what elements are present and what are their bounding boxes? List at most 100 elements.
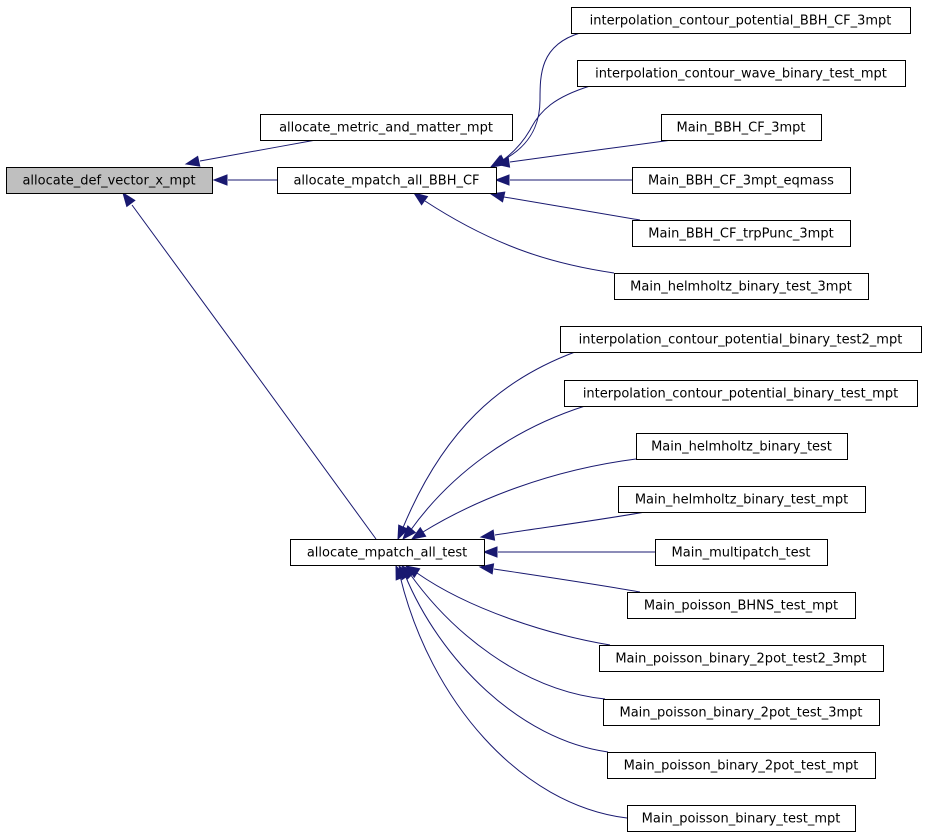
node-root[interactable]: allocate_def_vector_x_mpt xyxy=(6,167,213,194)
node-b3[interactable]: Main_helmholtz_binary_test xyxy=(636,433,848,460)
node-b5[interactable]: Main_multipatch_test xyxy=(655,539,828,566)
edge-a1-to-m2 xyxy=(490,32,581,167)
node-b1[interactable]: interpolation_contour_potential_binary_t… xyxy=(560,326,922,353)
node-box[interactable] xyxy=(618,486,866,513)
edge-b4-to-m3 xyxy=(479,511,646,541)
node-box[interactable] xyxy=(571,7,911,34)
edge-b3-to-m3 xyxy=(410,458,637,540)
arrowhead-icon xyxy=(184,155,201,167)
node-b6[interactable]: Main_poisson_BHNS_test_mpt xyxy=(627,592,856,619)
edge-line xyxy=(416,572,611,646)
node-label: Main_poisson_binary_2pot_test_mpt xyxy=(624,759,859,774)
edge-b2-to-m3 xyxy=(402,405,586,541)
node-box[interactable] xyxy=(6,167,213,194)
edge-a3-to-m2 xyxy=(494,139,673,168)
node-box[interactable] xyxy=(636,433,848,460)
node-label: Main_helmholtz_binary_test xyxy=(651,440,832,455)
edge-m1-to-root xyxy=(184,139,317,167)
node-label: Main_multipatch_test xyxy=(672,546,811,561)
edge-b8-to-m3 xyxy=(401,565,606,700)
arrowhead-icon xyxy=(402,525,417,541)
edge-line xyxy=(504,32,581,160)
node-b9[interactable]: Main_poisson_binary_2pot_test_mpt xyxy=(607,752,876,779)
node-label: interpolation_contour_potential_binary_t… xyxy=(583,387,898,402)
edge-a6-to-m2 xyxy=(412,192,615,274)
node-box[interactable] xyxy=(290,539,485,566)
node-label: interpolation_contour_potential_BBH_CF_3… xyxy=(590,14,892,29)
node-box[interactable] xyxy=(577,60,906,87)
edge-m3-to-root xyxy=(122,191,377,540)
node-box[interactable] xyxy=(607,752,876,779)
edge-a5-to-m2 xyxy=(489,191,641,221)
arrowhead-icon xyxy=(478,563,495,575)
node-box[interactable] xyxy=(603,699,880,726)
node-a4[interactable]: Main_BBH_CF_3mpt_eqmass xyxy=(632,167,851,194)
edge-line xyxy=(424,200,615,274)
node-box[interactable] xyxy=(655,539,828,566)
edge-line xyxy=(494,511,646,536)
node-label: interpolation_contour_wave_binary_test_m… xyxy=(595,67,887,82)
node-box[interactable] xyxy=(564,380,918,407)
node-label: Main_poisson_binary_2pot_test_3mpt xyxy=(619,706,862,721)
edge-line xyxy=(503,196,641,221)
node-label: allocate_metric_and_matter_mpt xyxy=(279,121,493,136)
node-label: Main_poisson_binary_test_mpt xyxy=(642,812,841,827)
edge-b5-to-m3 xyxy=(482,546,655,558)
arrowhead-icon xyxy=(395,564,407,581)
edge-line xyxy=(399,575,628,819)
node-label: allocate_mpatch_all_BBH_CF xyxy=(293,174,479,189)
node-box[interactable] xyxy=(260,114,513,141)
edge-line xyxy=(199,139,317,162)
edge-b6-to-m3 xyxy=(478,563,641,593)
node-box[interactable] xyxy=(614,273,869,300)
arrowhead-icon xyxy=(494,156,511,168)
node-m3[interactable]: allocate_mpatch_all_test xyxy=(290,539,485,566)
node-label: Main_BBH_CF_3mpt_eqmass xyxy=(648,174,834,189)
arrowhead-icon xyxy=(479,529,496,541)
edge-line xyxy=(404,574,609,753)
node-m1[interactable]: allocate_metric_and_matter_mpt xyxy=(260,114,513,141)
arrowhead-icon xyxy=(397,524,409,541)
node-b8[interactable]: Main_poisson_binary_2pot_test_3mpt xyxy=(603,699,880,726)
node-label: allocate_mpatch_all_test xyxy=(307,546,467,561)
node-label: allocate_def_vector_x_mpt xyxy=(22,174,195,189)
node-label: Main_BBH_CF_trpPunc_3mpt xyxy=(648,227,833,242)
node-a6[interactable]: Main_helmholtz_binary_test_3mpt xyxy=(614,273,869,300)
node-box[interactable] xyxy=(627,592,856,619)
node-a1[interactable]: interpolation_contour_potential_BBH_CF_3… xyxy=(571,7,911,34)
node-box[interactable] xyxy=(632,220,851,247)
edge-line xyxy=(509,139,673,163)
edge-line xyxy=(409,573,606,700)
edge-line xyxy=(502,85,591,161)
edge-line xyxy=(409,405,586,532)
node-a5[interactable]: Main_BBH_CF_trpPunc_3mpt xyxy=(632,220,851,247)
node-label: Main_poisson_BHNS_test_mpt xyxy=(644,599,838,614)
node-box[interactable] xyxy=(632,167,851,194)
node-b10[interactable]: Main_poisson_binary_test_mpt xyxy=(627,805,856,832)
node-a3[interactable]: Main_BBH_CF_3mpt xyxy=(661,114,822,141)
node-box[interactable] xyxy=(627,805,856,832)
node-b2[interactable]: interpolation_contour_potential_binary_t… xyxy=(564,380,918,407)
edges-layer xyxy=(122,32,673,819)
node-label: interpolation_contour_potential_binary_t… xyxy=(579,333,903,348)
edge-line xyxy=(131,204,377,540)
node-m2[interactable]: allocate_mpatch_all_BBH_CF xyxy=(277,167,497,194)
edge-line xyxy=(422,458,637,533)
node-a2[interactable]: interpolation_contour_wave_binary_test_m… xyxy=(577,60,906,87)
arrowhead-icon xyxy=(494,174,510,186)
edge-b10-to-m3 xyxy=(395,564,628,819)
edge-line xyxy=(401,351,576,531)
arrowhead-icon xyxy=(410,526,427,540)
node-box[interactable] xyxy=(560,326,922,353)
node-box[interactable] xyxy=(599,645,884,672)
node-box[interactable] xyxy=(277,167,497,194)
edge-a4-to-m2 xyxy=(494,174,632,186)
node-b7[interactable]: Main_poisson_binary_2pot_test2_3mpt xyxy=(599,645,884,672)
arrowhead-icon xyxy=(412,192,429,206)
node-label: Main_helmholtz_binary_test_3mpt xyxy=(630,280,852,295)
node-box[interactable] xyxy=(661,114,822,141)
node-b4[interactable]: Main_helmholtz_binary_test_mpt xyxy=(618,486,866,513)
arrowhead-icon xyxy=(212,174,228,186)
